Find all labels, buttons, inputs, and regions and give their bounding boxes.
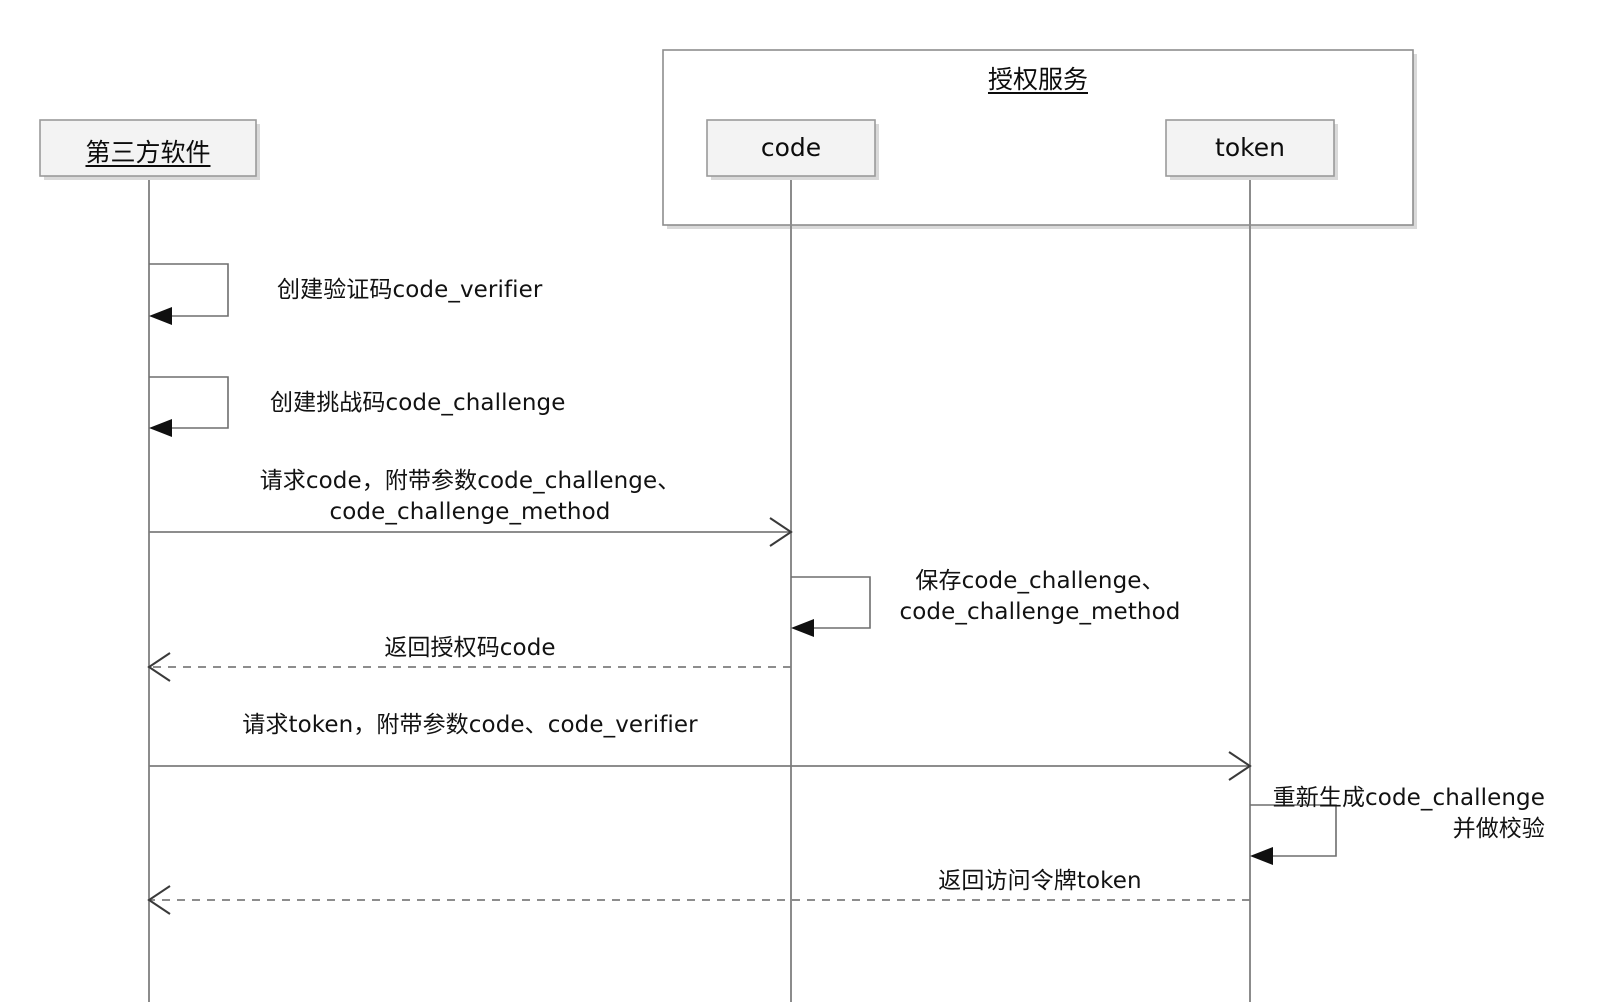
participant-label-client: 第三方软件 (85, 138, 211, 167)
participant-label-code: code (760, 133, 822, 162)
message-label-3: 请求code，附带参数code_challenge、 code_challeng… (259, 468, 681, 525)
message-label-1: 创建验证码code_verifier (277, 277, 543, 303)
message-3-request-code (149, 517, 793, 547)
message-label-8: 返回访问令牌token (938, 868, 1142, 894)
message-label-7: 重新生成code_challenge 并做校验 (1272, 785, 1545, 842)
message-5-return-code (147, 652, 791, 682)
message-8-return-token (147, 885, 1250, 915)
message-label-5: 返回授权码code (384, 635, 556, 661)
message-label-6: 请求token，附带参数code、code_verifier (242, 712, 698, 738)
participant-box-token[interactable] (1165, 119, 1338, 180)
participant-box-code[interactable] (706, 119, 879, 180)
message-7-self-call-regenerate-verify (1250, 804, 1337, 865)
message-4-self-call-save-challenge (791, 576, 871, 637)
message-1-self-call-create-verifier (149, 263, 229, 325)
group-title-auth-service: 授权服务 (987, 65, 1088, 94)
message-2-self-call-create-challenge (149, 376, 229, 437)
message-label-2: 创建挑战码code_challenge (270, 390, 566, 416)
participant-label-token: token (1215, 133, 1285, 162)
message-label-4: 保存code_challenge、 code_challenge_method (899, 568, 1181, 625)
participant-box-client[interactable] (39, 119, 260, 180)
message-6-request-token (149, 751, 1252, 781)
